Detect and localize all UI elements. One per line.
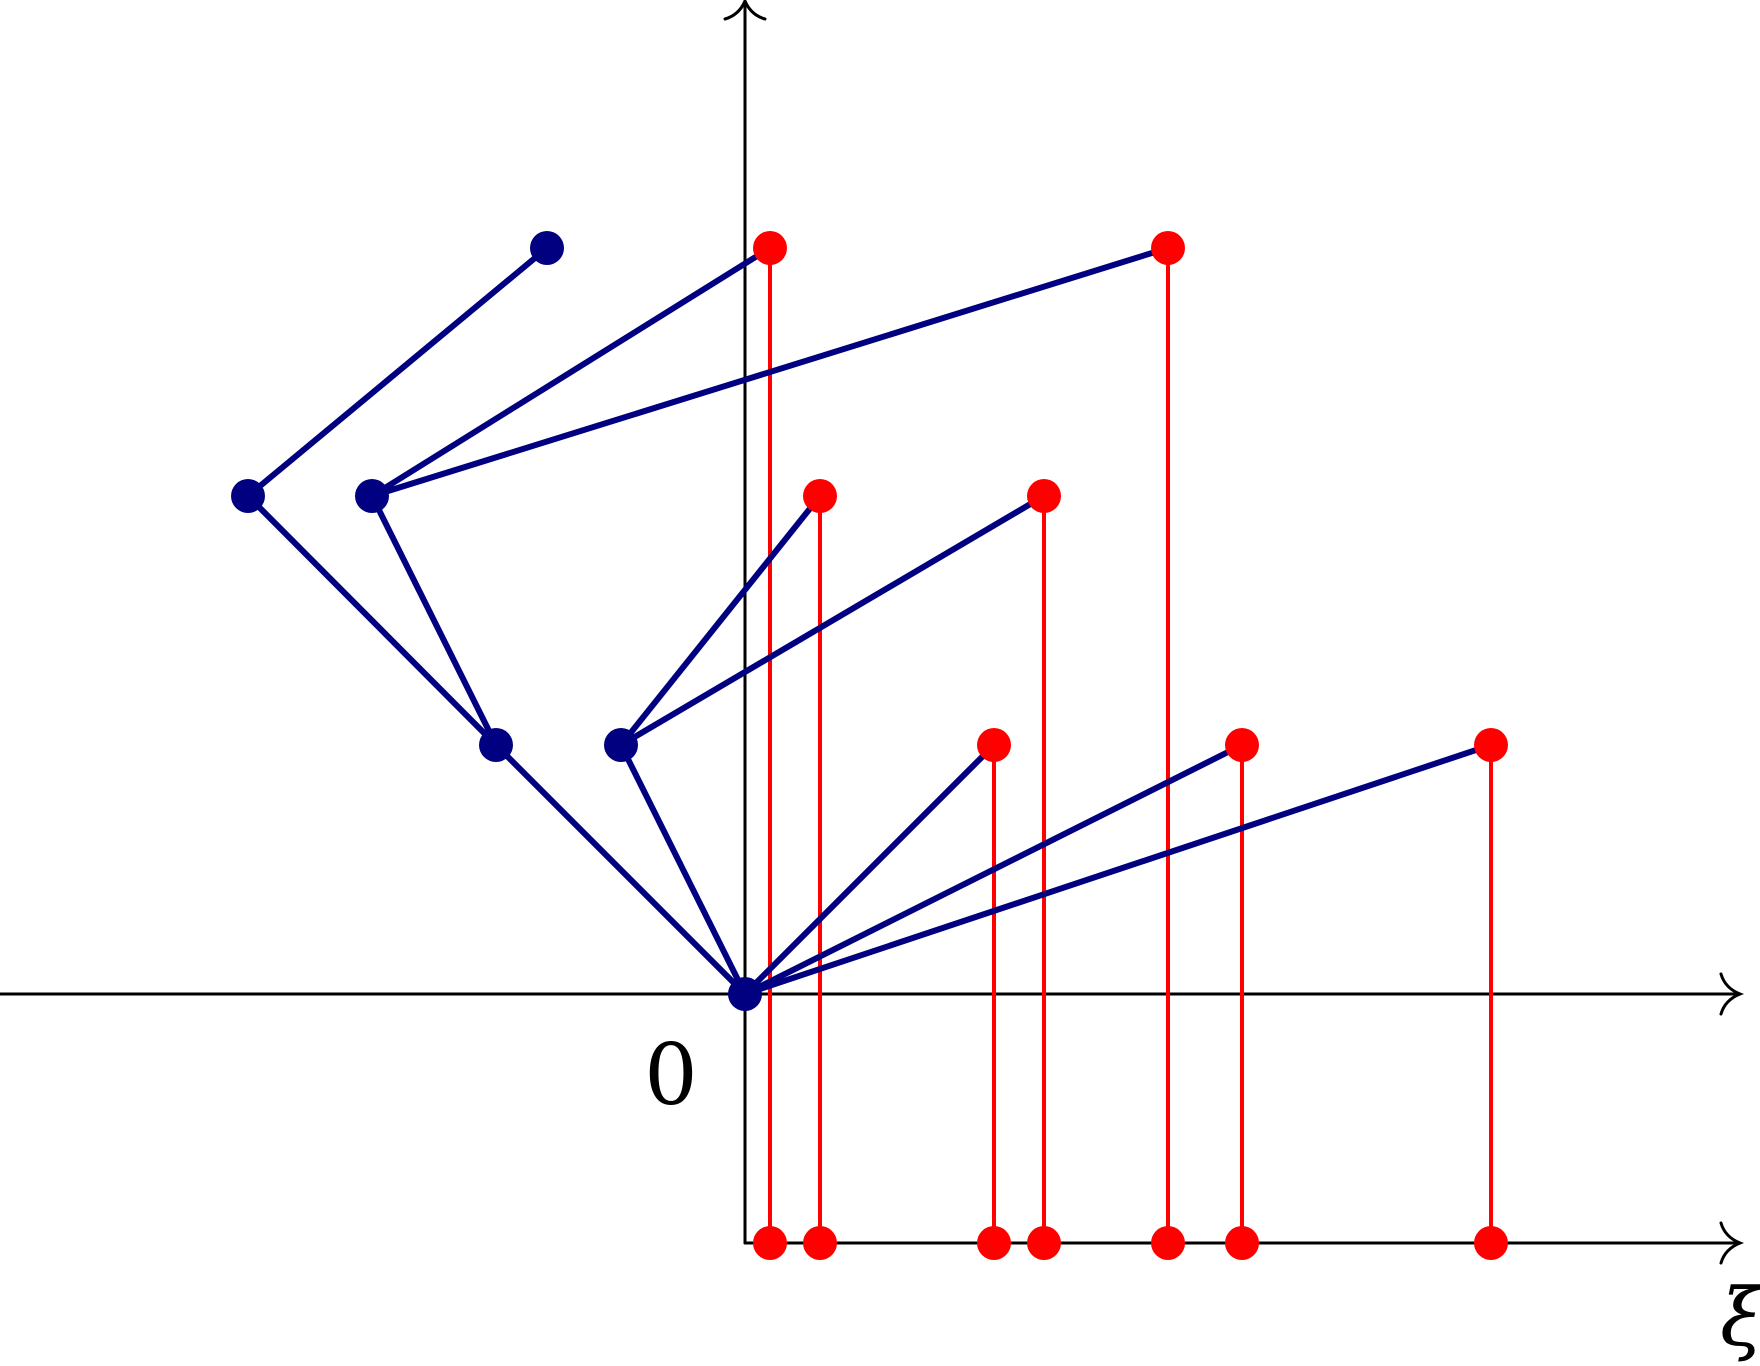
axes (0, 0, 1745, 1265)
projection-dot (1027, 1226, 1061, 1260)
blue-node (604, 728, 638, 762)
tree-edge (619, 493, 1046, 748)
red-node (753, 231, 787, 265)
red-node (977, 728, 1011, 762)
blue-node (231, 479, 265, 513)
red-node (1225, 728, 1259, 762)
blue-nodes (231, 231, 762, 1011)
projection-dot (977, 1226, 1011, 1260)
red-node (1027, 479, 1061, 513)
tree-edge (369, 494, 499, 747)
tree-edge (493, 742, 748, 997)
red-node (1151, 231, 1185, 265)
red-node (1474, 728, 1508, 762)
tree-edge (246, 245, 549, 499)
projection-dot (1225, 1226, 1259, 1260)
vertical-axis-arrow-icon (723, 0, 767, 21)
tree-edge (371, 245, 1169, 499)
tree-edge (743, 742, 1244, 997)
blue-node (479, 728, 513, 762)
xi-axis-label: ξ (1720, 1271, 1760, 1364)
projection-lines (768, 248, 1493, 1243)
tree-edge (742, 742, 997, 997)
tree-edge (618, 743, 748, 996)
tree-edge (370, 245, 772, 499)
blue-node (530, 231, 564, 265)
tree-edges (245, 245, 1492, 997)
tree-edge (744, 742, 1492, 997)
tree-edge (618, 494, 823, 747)
projection-dot (1151, 1226, 1185, 1260)
blue-node (728, 977, 762, 1011)
projection-dots (753, 1226, 1508, 1260)
projection-dot (753, 1226, 787, 1260)
tree-edge (245, 493, 499, 748)
blue-node (355, 479, 389, 513)
red-nodes (753, 231, 1508, 762)
origin-label: 0 (644, 1026, 697, 1124)
horizontal-axis-arrow-icon (1719, 972, 1745, 1016)
xi-axis-arrow-icon (1719, 1221, 1745, 1265)
projection-dot (1474, 1226, 1508, 1260)
projection-dot (803, 1226, 837, 1260)
red-node (803, 479, 837, 513)
